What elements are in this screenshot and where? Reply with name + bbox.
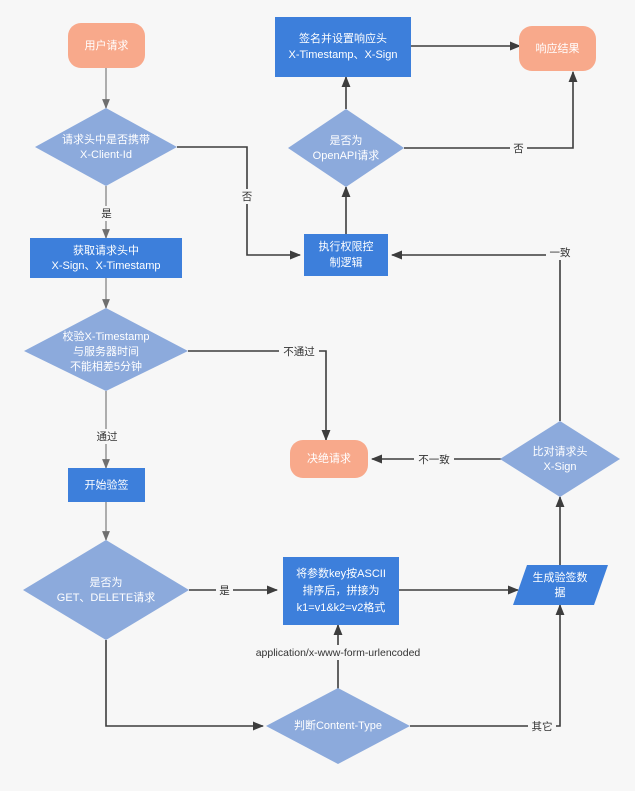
edge-label-ts-fail-text: 不通过 [283, 345, 315, 358]
edge-label-not-openapi: 否 [510, 141, 527, 156]
generate-sign-shape [513, 565, 608, 605]
node-auth-logic[interactable]: 执行权限控 制逻辑 [304, 234, 388, 276]
edge-label-no-client-id-text: 否 [242, 191, 253, 203]
is-get-delete-shape [23, 540, 189, 640]
is-openapi-shape [288, 109, 404, 187]
edge-label-not-openapi-text: 否 [513, 143, 524, 155]
content-type-shape [266, 688, 410, 764]
edge-label-no-client-id: 否 [239, 189, 256, 204]
edge-is-openapi-to-response [404, 70, 578, 149]
start-verify-shape [68, 468, 145, 502]
node-start-verify[interactable]: 开始验签 [68, 468, 145, 502]
check-timestamp-shape [24, 308, 188, 391]
node-get-headers[interactable]: 获取请求头中 X-Sign、X-Timestamp [30, 238, 182, 278]
compare-sign-shape [500, 421, 620, 497]
edge-label-yes-client-id: 是 [98, 206, 115, 221]
node-start[interactable]: 用户请求 [68, 23, 145, 68]
response-shape [519, 26, 596, 71]
edge-label-form-urlencoded: application/x-www-form-urlencoded [235, 645, 441, 660]
edge-is-get-delete-to-content-type [105, 640, 265, 731]
edge-label-other-content-type: 其它 [528, 719, 556, 734]
node-sign-response[interactable]: 签名并设置响应头 X-Timestamp、X-Sign [275, 17, 411, 77]
edge-label-yes-get-delete-text: 是 [219, 585, 230, 597]
edge-check-ts-to-reject [188, 350, 331, 442]
edge-label-sign-match-text: 一致 [550, 246, 571, 259]
edge-label-ts-fail: 不通过 [279, 344, 319, 359]
edge-label-form-urlencoded-text: application/x-www-form-urlencoded [256, 647, 421, 659]
node-sort-params[interactable]: 将参数key按ASCII 排序后，拼接为 k1=v1&k2=v2格式 [283, 557, 399, 625]
edge-label-sign-mismatch-text: 不一致 [418, 453, 450, 466]
auth-logic-shape [304, 234, 388, 276]
edge-label-sign-match: 一致 [546, 245, 574, 260]
edge-label-ts-pass-text: 通过 [97, 430, 118, 443]
edge-label-ts-pass: 通过 [94, 429, 120, 444]
sort-params-shape [283, 557, 399, 625]
node-generate-sign[interactable]: 生成验签数 据 [513, 565, 608, 605]
get-headers-shape [30, 238, 182, 278]
sign-response-shape [275, 17, 411, 77]
edge-label-sign-mismatch: 不一致 [414, 452, 454, 467]
reject-shape [290, 440, 368, 478]
node-response[interactable]: 响应结果 [519, 26, 596, 71]
edge-label-yes-client-id-text: 是 [101, 208, 112, 220]
has-client-id-shape [35, 108, 177, 186]
edge-content-type-to-gen-sign [410, 603, 565, 727]
start-shape [68, 23, 145, 68]
node-reject[interactable]: 决绝请求 [290, 440, 368, 478]
edge-label-other-content-type-text: 其它 [532, 720, 553, 733]
edge-label-yes-get-delete: 是 [216, 583, 233, 598]
